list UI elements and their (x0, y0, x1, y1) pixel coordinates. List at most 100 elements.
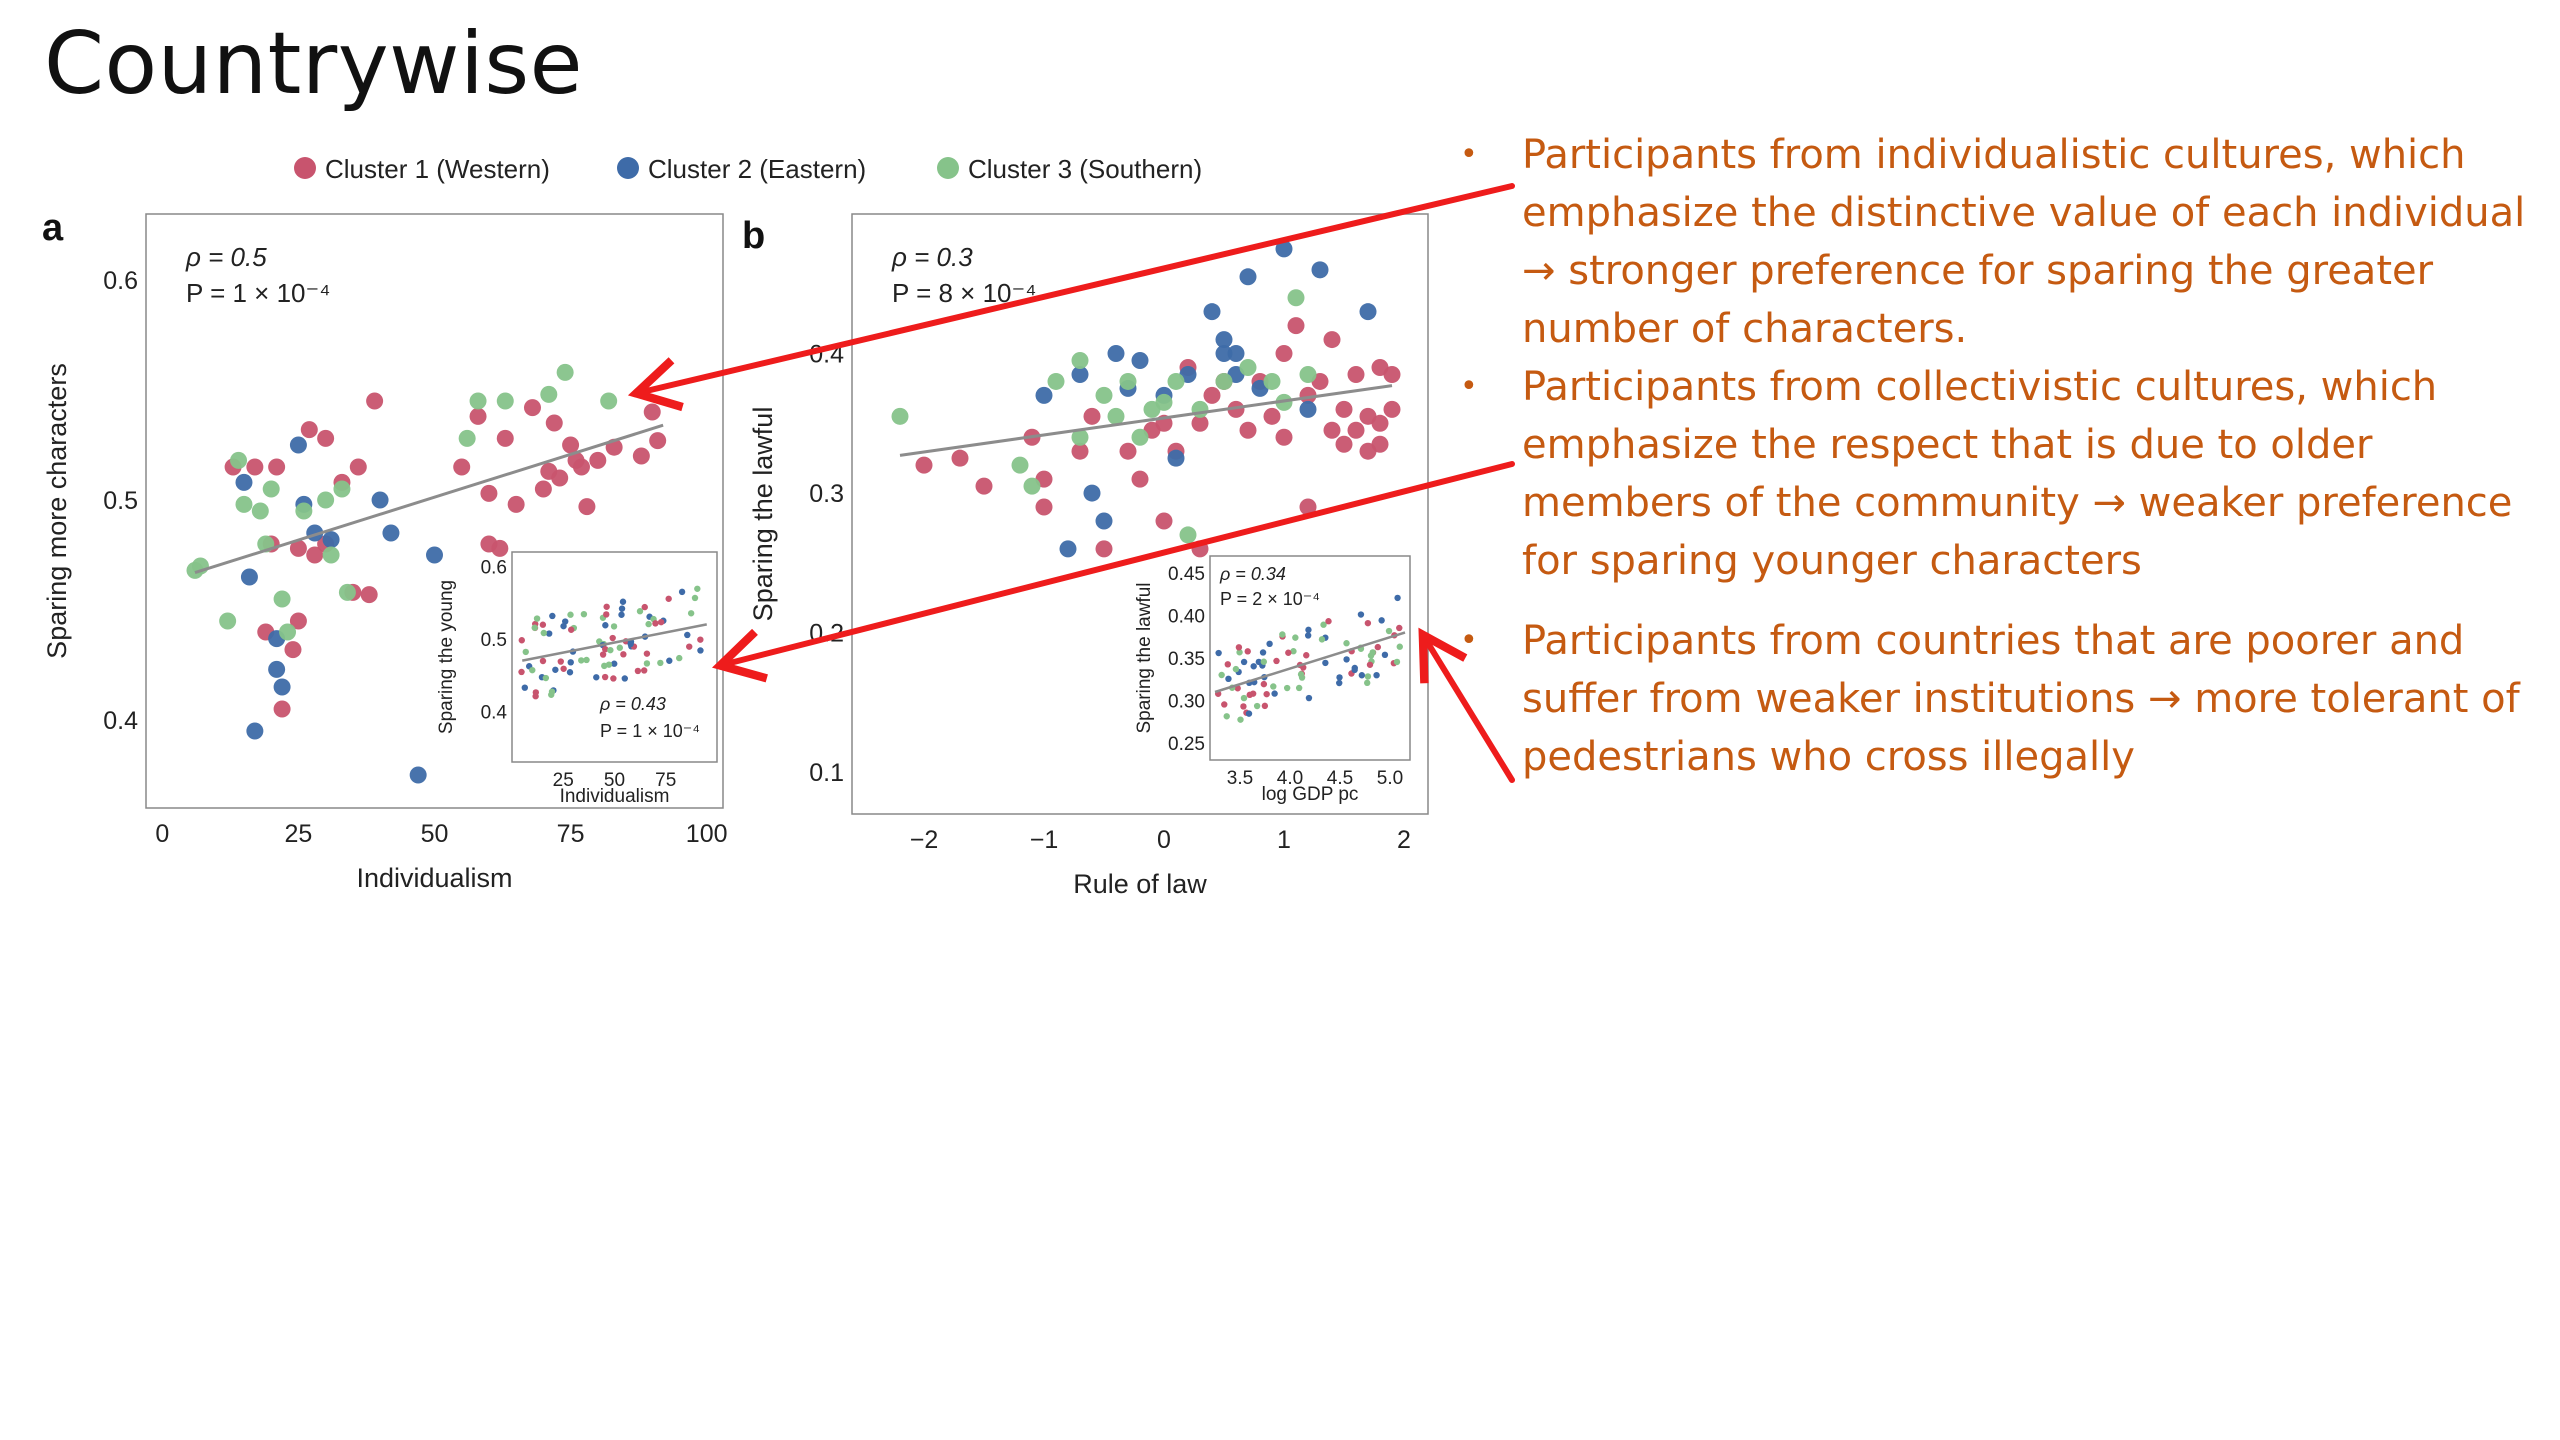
inset-data-point (521, 684, 529, 691)
inset-x-tick-label: 4.5 (1327, 768, 1353, 789)
inset-data-point (1297, 671, 1305, 678)
inset-data-point (531, 624, 538, 631)
data-point (1131, 352, 1149, 370)
data-point (1263, 372, 1281, 390)
inset-data-point (602, 645, 609, 653)
data-point (1167, 449, 1185, 467)
inset-data-point (545, 630, 553, 637)
x-tick-label: 75 (557, 820, 585, 848)
inset-data-point (621, 675, 628, 682)
data-point (891, 407, 909, 425)
data-point (317, 491, 335, 509)
legend: Cluster 1 (Western)Cluster 2 (Eastern)Cl… (294, 154, 1202, 184)
data-point (1299, 400, 1317, 418)
data-point (322, 546, 340, 564)
inset-data-point (583, 656, 590, 664)
inset-data-point (1343, 656, 1350, 663)
data-point (649, 432, 667, 450)
data-point (1299, 365, 1317, 383)
data-point (262, 480, 280, 498)
data-point (1371, 414, 1389, 432)
inset-data-point (645, 620, 652, 628)
inset-data-point (611, 660, 618, 667)
inset-data-point (599, 651, 607, 658)
inset-data-point (1358, 672, 1366, 679)
data-point (1359, 303, 1377, 321)
inset-data-point (1224, 661, 1231, 668)
x-axis-label: Rule of law (1073, 869, 1207, 899)
x-tick-label: 0 (1157, 826, 1171, 854)
data-point (1119, 442, 1137, 460)
rho-annotation: ρ = 0.5 (185, 242, 267, 272)
data-point (1275, 345, 1293, 363)
data-point (235, 495, 253, 513)
inset-data-point (684, 631, 691, 639)
data-point (349, 458, 367, 476)
data-point (1059, 540, 1077, 558)
data-point (1095, 540, 1113, 558)
inset-data-point (1336, 674, 1343, 681)
inset-data-point (697, 636, 704, 643)
plot-frame (851, 213, 1429, 815)
inset-data-point (1304, 632, 1312, 639)
inset-data-point (618, 605, 626, 612)
inset-data-point (636, 608, 644, 615)
data-point (1335, 400, 1353, 418)
data-point (480, 484, 498, 502)
data-point (300, 421, 318, 439)
inset-trend-line (1214, 631, 1406, 694)
inset-data-point (557, 658, 564, 665)
inset-y-tick-label: 0.4 (481, 702, 508, 723)
bullet-list: • Participants from individualistic cultu… (1450, 126, 2550, 786)
data-point (1203, 386, 1221, 404)
legend-label: Cluster 2 (Eastern) (648, 154, 866, 184)
inset-data-point (548, 691, 555, 698)
inset-data-point (610, 675, 617, 682)
data-point (1167, 372, 1185, 390)
inset-data-point (686, 643, 693, 650)
data-point (1371, 435, 1389, 453)
x-tick-label: 25 (285, 820, 313, 848)
inset-x-tick-label: 25 (553, 770, 574, 791)
data-point (1083, 407, 1101, 425)
inset-data-point (1271, 690, 1278, 697)
inset-y-axis-label: Sparing the young (436, 580, 457, 734)
bullet-item: •Participants from countries that are po… (1450, 612, 2550, 786)
data-point (246, 722, 264, 740)
bullet-line: Participants from individualistic cultur… (1522, 132, 2466, 178)
bullet-dot: • (1460, 137, 1478, 172)
inset-y-tick-label: 0.6 (481, 557, 507, 578)
bullet-dot: • (1460, 369, 1478, 404)
data-point (1287, 317, 1305, 335)
inset-data-point (676, 654, 683, 662)
inset-data-point (1378, 617, 1385, 624)
data-point (246, 458, 264, 476)
x-tick-label: −2 (910, 826, 939, 854)
inset-y-tick-label: 0.45 (1168, 564, 1205, 585)
inset-data-point (652, 620, 659, 627)
data-point (1383, 365, 1401, 383)
inset-data-point (694, 585, 701, 592)
inset-data-point (620, 651, 627, 658)
inset-data-point (532, 689, 540, 696)
inset-data-point (1393, 658, 1401, 666)
bullet-item: • Participants from individualistic cultu… (1450, 126, 2550, 358)
y-tick-label: 0.1 (809, 759, 844, 787)
inset-data-point (593, 674, 600, 681)
legend-label: Cluster 1 (Western) (325, 154, 550, 184)
inset-data-point (619, 598, 627, 605)
inset-data-point (1343, 640, 1350, 647)
data-point (1071, 352, 1089, 370)
data-point (540, 385, 558, 403)
inset-data-point (1322, 659, 1329, 667)
inset-data-point (578, 657, 585, 664)
inset-data-point (603, 611, 610, 618)
inset-data-point (609, 634, 616, 642)
inset-rho-annotation: ρ = 0.43 (599, 694, 666, 714)
inset-data-point (567, 659, 574, 666)
bullet-item: •Participants from collectivistic cultur… (1450, 358, 2550, 590)
data-point (1191, 414, 1209, 432)
data-point (1263, 407, 1281, 425)
data-point (240, 568, 258, 586)
data-point (371, 491, 389, 509)
